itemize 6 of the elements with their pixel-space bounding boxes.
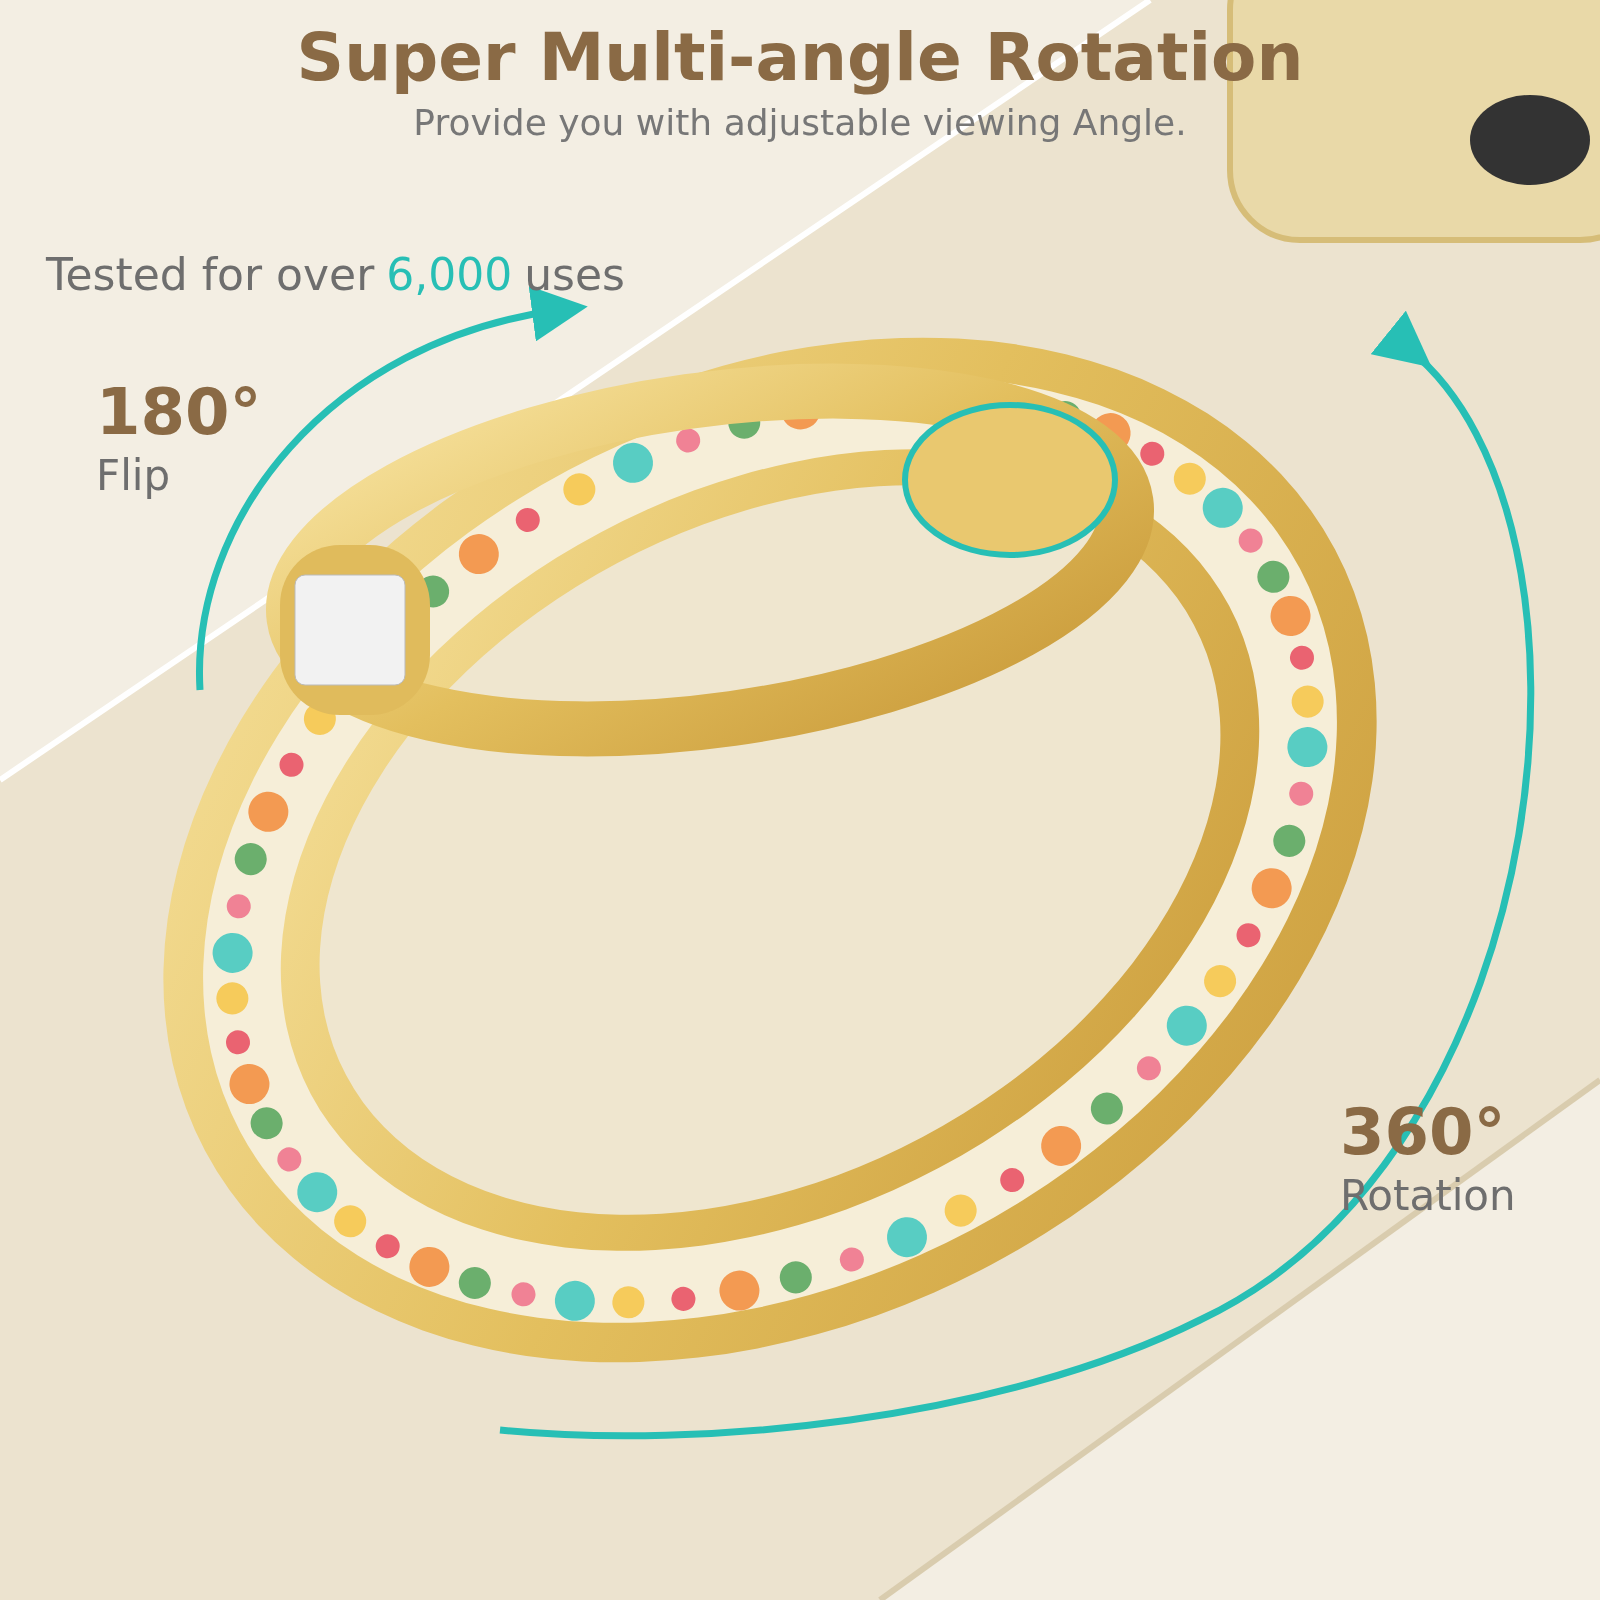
subtitle: Provide you with adjustable viewing Angle.: [412, 101, 1188, 145]
note-text: Tested for over: [46, 248, 375, 302]
note-text: uses: [524, 248, 626, 302]
highlight-number: 6,000: [386, 248, 513, 302]
angle-label: Flip: [96, 450, 172, 502]
angle-value: 180°: [96, 380, 262, 444]
